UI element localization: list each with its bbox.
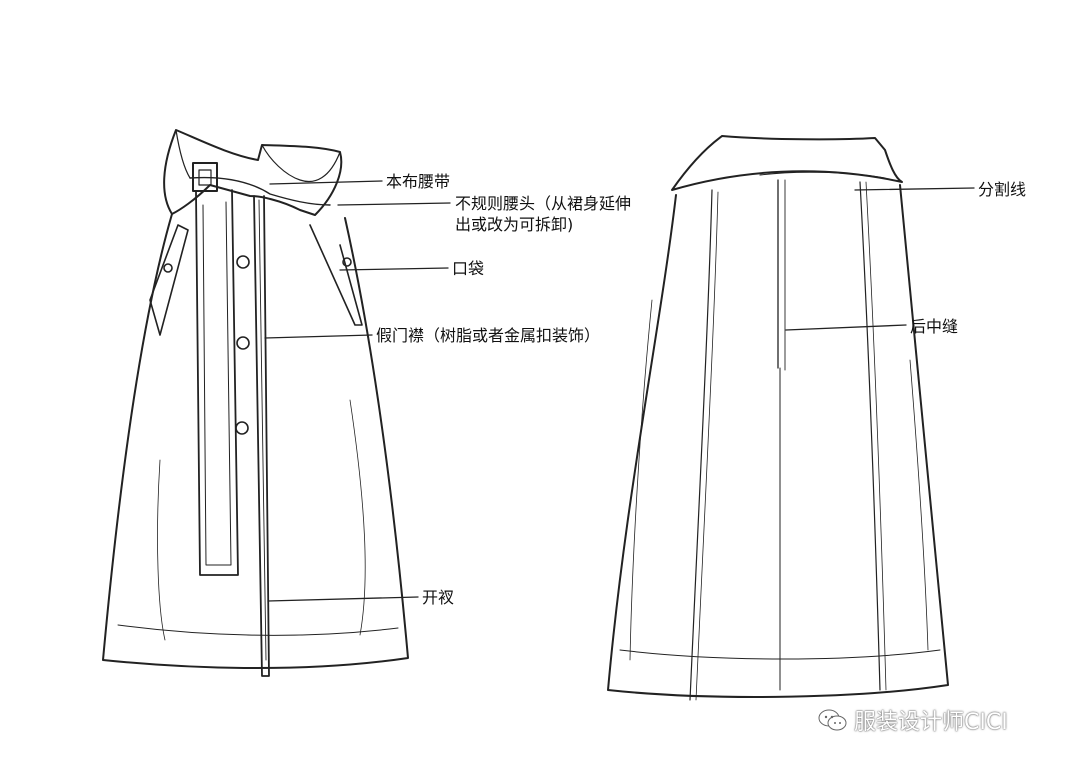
right-pocket-flap xyxy=(309,224,363,326)
leader-belt xyxy=(269,180,383,185)
leader-pocket xyxy=(339,267,449,271)
button xyxy=(236,336,250,350)
leader-seam xyxy=(854,187,975,191)
front-placket xyxy=(253,195,270,677)
button xyxy=(236,255,250,269)
label-back-center-seam: 后中缝 xyxy=(910,317,959,336)
label-placket: 假门襟（树脂或者金属扣装饰） xyxy=(376,326,601,345)
back-skirt-outline xyxy=(607,184,949,698)
leader-slit xyxy=(267,596,419,602)
label-belt: 本布腰带 xyxy=(386,172,451,191)
watermark: 服装设计师CICI xyxy=(818,704,1008,736)
belt-tail xyxy=(195,189,239,576)
label-pocket: 口袋 xyxy=(452,259,485,278)
front-skirt xyxy=(102,129,409,677)
left-pocket-flap xyxy=(149,224,189,336)
back-skirt xyxy=(607,135,949,701)
leader-lines xyxy=(264,180,975,602)
front-hem-stitch xyxy=(117,624,399,636)
panel-seam xyxy=(689,189,713,701)
wechat-icon xyxy=(818,709,847,731)
front-waistband-fold xyxy=(189,176,331,206)
belt-buckle xyxy=(192,162,218,192)
front-waistband-wrap xyxy=(163,129,343,216)
back-waistband xyxy=(671,135,903,191)
label-seam: 分割线 xyxy=(978,180,1027,199)
watermark-text: 服装设计师CICI xyxy=(854,710,1008,735)
leader-back-seam xyxy=(785,324,907,331)
label-slit: 开衩 xyxy=(422,588,455,607)
button xyxy=(235,421,249,435)
leader-placket xyxy=(264,334,373,339)
label-waistband-line2: 出或改为可拆卸) xyxy=(455,215,574,234)
label-waistband-line1: 不规则腰头（从裙身延伸 xyxy=(455,194,632,213)
leader-waistband xyxy=(337,202,451,206)
front-skirt-outline xyxy=(102,213,409,670)
back-hem-stitch xyxy=(619,649,941,660)
